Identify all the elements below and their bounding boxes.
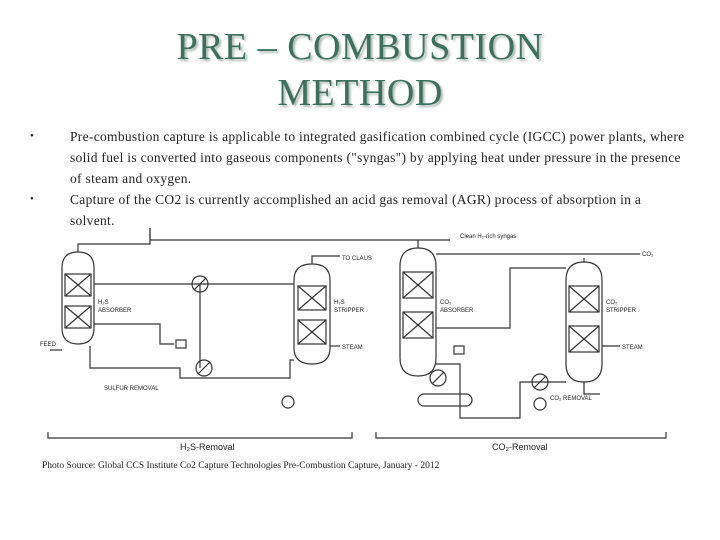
bullet-icon: • [30,130,35,142]
h2s-absorber-column [61,251,95,345]
label-h2s-absorber-1: H₂S [98,300,109,306]
label-co2-stripper-2: STRIPPER [606,308,637,314]
process-diagram: Clean H₂-rich syngas CO₂ TO CLAUS H₂S AB… [40,228,667,452]
label-h2s-absorber-2: ABSORBER [98,308,132,314]
bullet-item: • Pre-combustion capture is applicable t… [26,126,686,189]
label-feed: FEED [40,342,57,348]
label-co2-removal: CO₂-Removal [492,442,548,452]
label-steam-1: STEAM [342,345,363,351]
photo-source-caption: Photo Source: Global CCS Institute Co2 C… [42,461,440,471]
label-co2-absorber-2: ABSORBER [440,308,474,314]
label-co2-out: CO₂ [642,252,654,258]
label-h2s-removal: H₂S-Removal [180,442,235,452]
bullet-item: • Capture of the CO2 is currently accomp… [26,189,686,231]
label-co2-absorber-1: CO₂ [440,300,452,306]
bullet-text: Pre-combustion capture is applicable to … [70,129,685,186]
bullet-list: • Pre-combustion capture is applicable t… [26,126,686,231]
title-line-2: METHOD [277,72,443,114]
title-line-1: PRE – COMBUSTION [176,26,544,68]
bullet-text: Capture of the CO2 is currently accompli… [70,192,642,228]
slide-title: PRE – COMBUSTION METHOD [0,24,720,116]
label-to-claus: TO CLAUS [342,256,372,262]
label-steam-2: STEAM [622,345,643,351]
bullet-icon: • [30,193,35,205]
label-co2-removal-small: CO₂ REMOVAL [550,396,593,402]
co2-absorber-column [399,247,437,377]
co2-stripper-column [565,261,603,383]
label-clean-syngas: Clean H₂-rich syngas [460,234,516,240]
label-sulfur-removal: SULFUR REMOVAL [104,386,159,392]
label-h2s-stripper-1: H₂S [334,300,345,306]
h2s-stripper-column [293,263,331,365]
label-co2-stripper-1: CO₂ [606,300,618,306]
label-h2s-stripper-2: STRIPPER [334,308,365,314]
